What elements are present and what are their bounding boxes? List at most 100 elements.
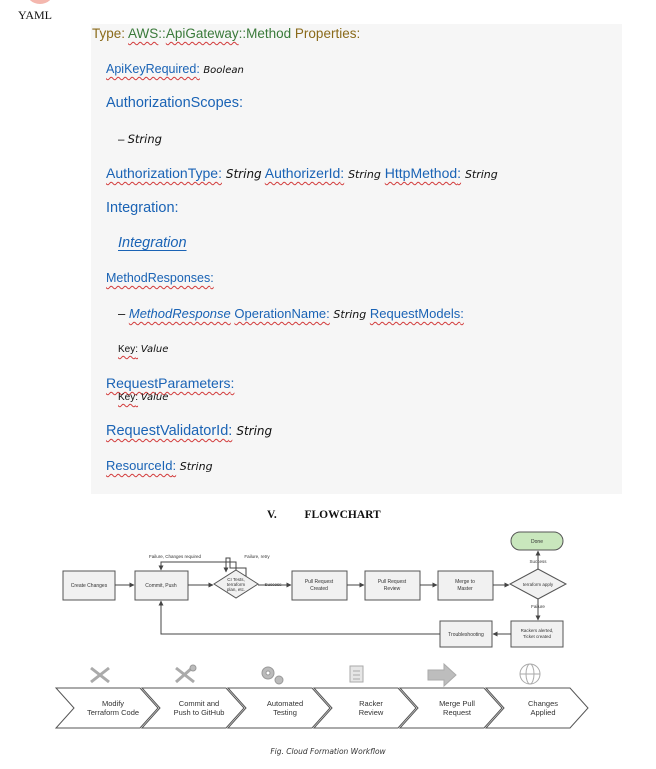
edge-success-label-2: Success xyxy=(529,559,547,564)
auth-scopes-line: AuthorizationScopes: xyxy=(106,95,243,111)
colon: : xyxy=(135,392,139,403)
node-done-label: Done xyxy=(531,539,543,545)
node-ci-label-2: terraform xyxy=(227,582,246,587)
node-ci-label-3: plan, etc. xyxy=(227,587,245,592)
node-pr-created-label-2: Created xyxy=(310,586,328,592)
workflow-step-6-label-2: Applied xyxy=(530,708,555,717)
node-commit-push-label: Commit, Push xyxy=(145,583,177,589)
colon: : xyxy=(210,271,214,285)
tools-icon xyxy=(90,666,110,684)
resource-line: ResourceId: String xyxy=(106,458,213,473)
section-number: V. xyxy=(267,509,277,521)
colon: : xyxy=(326,306,330,321)
method-response-item-line: – MethodResponse OperationName: String R… xyxy=(118,306,464,321)
code-block: Type: AWS::ApiGateway::Method Properties… xyxy=(91,24,622,494)
colon: : xyxy=(172,458,177,473)
operation-name-value: String xyxy=(333,308,367,321)
http-method-key: HttpMethod xyxy=(384,165,458,181)
workflow-step-1 xyxy=(54,687,159,729)
resource-id-value: String xyxy=(179,460,213,473)
yaml-label: YAML xyxy=(18,8,53,22)
key-value-line: Key: Value xyxy=(118,344,168,355)
edge-failure-retry xyxy=(223,557,247,576)
edge-failure-label: Failure xyxy=(531,604,545,609)
node-pr-review-label-1: Pull Request xyxy=(378,579,407,585)
api-key-required-key: ApiKeyRequired xyxy=(106,62,197,76)
node-rackers-alerted xyxy=(510,620,564,648)
key-value-line-2: Key: Value xyxy=(118,392,168,403)
workflow-step-3-label-2: Testing xyxy=(273,708,297,717)
workflow-step-3-label-1: Automated xyxy=(267,699,303,708)
node-ci-label-1: CI Tests, xyxy=(227,577,244,582)
colon: : xyxy=(340,165,345,181)
edge-failure-changes xyxy=(158,561,237,571)
workflow-strip: Modify Terraform Code Commit and Push to… xyxy=(54,662,589,729)
method-responses-line: MethodResponses: xyxy=(106,271,214,285)
clipboard-icon xyxy=(349,665,364,683)
integration-type-link[interactable]: Integration xyxy=(118,235,187,251)
api-key-line: ApiKeyRequired: Boolean xyxy=(106,62,244,76)
type-line: Type: AWS::ApiGateway::Method Properties… xyxy=(92,26,360,41)
gears-icon xyxy=(261,666,284,685)
auth-scopes-item-line: – String xyxy=(118,132,162,146)
workflow-step-2-label-2: Push to GitHub xyxy=(174,708,225,717)
node-troubleshooting-label: Troubleshooting xyxy=(448,632,484,638)
workflow-step-5 xyxy=(398,687,503,729)
authorization-scopes-key: AuthorizationScopes xyxy=(106,95,239,111)
node-rackers-label-1: Rackers alerted, xyxy=(521,628,554,633)
method-responses-key: MethodResponses xyxy=(106,271,211,285)
value-label: Value xyxy=(140,344,169,355)
authorization-type-key: AuthorizationType xyxy=(106,165,219,181)
workflow-step-1-label-1: Modify xyxy=(102,699,124,708)
edge-failure-changes-label: Failure, Changes required xyxy=(149,554,202,559)
workflow-step-2-label-1: Commit and xyxy=(179,699,219,708)
logo-arc xyxy=(26,0,54,4)
auth-type-line: AuthorizationType: String AuthorizerId: … xyxy=(106,165,498,181)
workflow-step-5-label-2: Request xyxy=(443,708,472,717)
edge-success-label: Success xyxy=(264,582,282,587)
arrow-icon xyxy=(427,662,457,688)
request-validator-id-key: RequestValidatorId xyxy=(106,423,229,439)
colon: : xyxy=(239,95,244,111)
authorization-scopes-item: String xyxy=(127,132,162,146)
workflow-step-6 xyxy=(484,687,589,729)
colon: : xyxy=(218,165,222,181)
colon: : xyxy=(230,375,235,391)
integration-line: Integration: xyxy=(106,200,179,216)
workflow-step-4 xyxy=(312,687,417,729)
node-terraform-apply-label: terraform apply xyxy=(523,582,554,587)
operation-name-key: OperationName xyxy=(234,306,327,321)
node-pr-review-label-2: Review xyxy=(384,586,401,592)
workflow-step-6-label-1: Changes xyxy=(528,699,558,708)
node-create-changes-label: Create Changes xyxy=(71,583,108,589)
figure-caption: Fig. Cloud Formation Workflow xyxy=(270,747,386,756)
workflow-step-2 xyxy=(140,687,245,729)
api-key-required-value: Boolean xyxy=(203,65,244,76)
workflow-step-4-label-1: Racker xyxy=(359,699,383,708)
node-merge-label-1: Merge to xyxy=(455,579,475,585)
resource-id-key: ResourceId xyxy=(106,458,173,473)
integration-key: Integration xyxy=(106,200,175,216)
node-troubleshooting xyxy=(439,620,493,648)
value-label: Value xyxy=(140,392,169,403)
type-apigateway: ApiGateway xyxy=(165,26,239,41)
node-rackers-label-2: Ticket created xyxy=(523,634,552,639)
request-models-key: RequestModels xyxy=(369,306,461,321)
type-sep: :: xyxy=(238,26,247,41)
authorization-type-value: String xyxy=(225,167,262,181)
workflow-step-5-label-1: Merge Pull xyxy=(439,699,475,708)
list-dash: – xyxy=(118,134,125,146)
workflow-step-4-label-2: Review xyxy=(359,708,384,717)
node-ci-tests xyxy=(213,569,259,599)
type-method: Method xyxy=(246,26,292,41)
edge-troubleshooting-commit xyxy=(158,600,440,635)
wrench-screwdriver-icon xyxy=(175,664,197,684)
node-commit-push xyxy=(134,570,189,601)
node-done xyxy=(510,531,564,551)
workflow-step-1-label-2: Terraform Code xyxy=(87,708,139,717)
node-pr-created-label-1: Pull Request xyxy=(305,579,334,585)
request-params-line: RequestParameters: xyxy=(106,375,234,391)
colon: : xyxy=(174,200,179,216)
edge-failure-retry-label: Failure, retry xyxy=(244,554,270,559)
method-response-link[interactable]: MethodResponse xyxy=(128,306,231,321)
